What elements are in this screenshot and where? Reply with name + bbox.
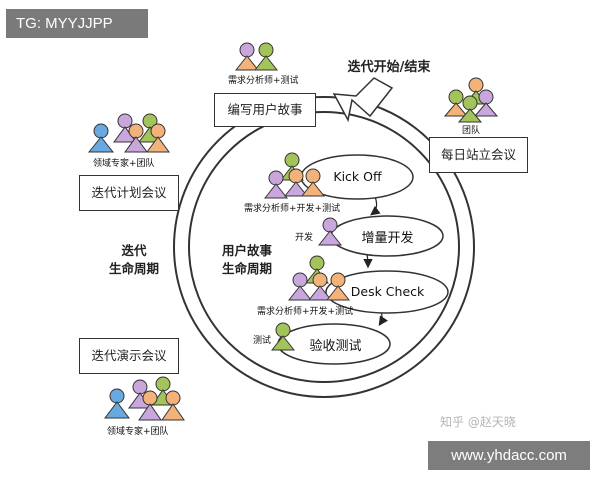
role-label: 领域专家+团队 — [93, 159, 155, 169]
start-arrow-icon — [332, 77, 394, 123]
box-planning: 迭代计划会议 — [79, 175, 179, 211]
role-label: 需求分析师+开发+测试 — [257, 307, 354, 317]
role-label: 需求分析师+开发+测试 — [244, 204, 341, 214]
people-group-icon — [443, 77, 499, 123]
people-group-icon — [87, 113, 170, 153]
stage-deskcheck — [325, 270, 449, 314]
stage-deskcheck-label: Desk Check — [350, 284, 425, 299]
stage-test-label: 验收测试 — [309, 339, 362, 354]
tg-badge: TG: MYYJJPP — [6, 9, 148, 38]
role-label: 领域专家+团队 — [107, 427, 169, 437]
iteration-lifecycle-label: 迭代 生命周期 — [108, 243, 159, 276]
people-group-icon — [287, 255, 351, 301]
person-icon — [270, 322, 296, 351]
box-write-story: 编写用户故事 — [214, 93, 316, 127]
start-end-label: 迭代开始/结束 — [347, 60, 431, 75]
people-group-icon — [104, 376, 185, 421]
story-lifecycle-label: 用户故事 生命周期 — [221, 243, 272, 276]
role-label: 需求分析师+测试 — [228, 76, 299, 86]
stage-kickoff-label: Kick Off — [333, 169, 382, 184]
watermark: 知乎 @赵天晓 — [440, 415, 516, 429]
stage-dev-label: 增量开发 — [361, 231, 414, 246]
people-group-icon — [263, 152, 326, 199]
people-group-icon — [234, 42, 279, 71]
role-label: 测试 — [253, 336, 272, 346]
role-label: 开发 — [295, 233, 314, 243]
role-label: 团队 — [462, 126, 481, 136]
box-standup: 每日站立会议 — [429, 137, 528, 173]
url-badge: www.yhdacc.com — [428, 441, 590, 470]
box-demo: 迭代演示会议 — [79, 338, 179, 374]
person-icon — [317, 217, 343, 246]
